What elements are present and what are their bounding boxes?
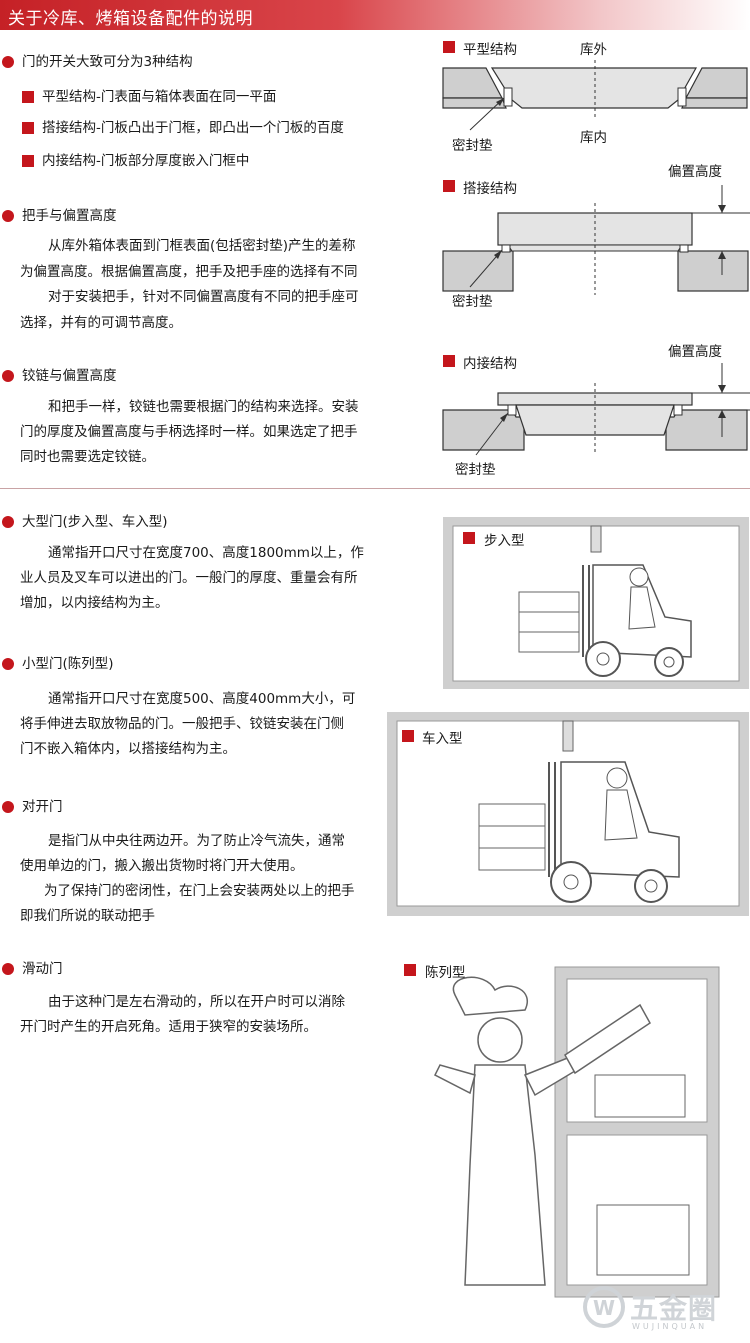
paragraph-line: 开门时产生的开启死角。适用于狭窄的安装场所。	[20, 1019, 317, 1035]
section-title-handle: 把手与偏置高度	[22, 208, 117, 224]
paragraph-line: 是指门从中央往两边开。为了防止冷气流失，通常	[48, 833, 345, 849]
paragraph-line: 业人员及叉车可以进出的门。一般门的厚度、重量会有所	[20, 570, 358, 586]
section-divider	[0, 488, 750, 489]
header-bar	[0, 0, 750, 30]
section-title-hinge: 铰链与偏置高度	[22, 368, 117, 384]
overlap-structure-diagram	[442, 185, 750, 295]
diagram-title-flat: 平型结构	[463, 42, 517, 58]
paragraph-line: 由于这种门是左右滑动的，所以在开户时可以消除	[48, 994, 345, 1010]
paragraph-line: 为偏置高度。根据偏置高度，把手及把手座的选择有不同	[20, 264, 358, 280]
seal-label: 密封垫	[452, 138, 493, 154]
flat-structure-diagram	[442, 60, 748, 131]
display-illustration	[433, 966, 720, 1298]
square-bullet-icon	[443, 355, 455, 367]
section-title-structures: 门的开关大致可分为3种结构	[22, 54, 193, 70]
seal-label: 密封垫	[452, 294, 493, 310]
page-title: 关于冷库、烤箱设备配件的说明	[8, 9, 253, 29]
square-bullet-icon	[404, 964, 416, 976]
offset-label: 偏置高度	[668, 164, 722, 180]
paragraph-line: 从库外箱体表面到门框表面(包括密封垫)产生的差称	[48, 238, 356, 254]
paragraph-line: 即我们所说的联动把手	[20, 908, 155, 924]
offset-label: 偏置高度	[668, 344, 722, 360]
square-bullet-icon	[443, 180, 455, 192]
paragraph-line: 门不嵌入箱体内，以搭接结构为主。	[20, 741, 236, 757]
drive-in-illustration	[387, 712, 749, 916]
inside-label: 库内	[580, 130, 607, 146]
inset-structure-diagram	[442, 363, 750, 456]
watermark-sub: WUJINQUAN	[632, 1322, 708, 1331]
paragraph-line: 通常指开口尺寸在宽度500、高度400mm大小，可	[48, 691, 356, 707]
bullet-icon	[2, 210, 14, 222]
section-title-double-door: 对开门	[22, 799, 63, 815]
outside-label: 库外	[580, 42, 607, 58]
paragraph-line: 将手伸进去取放物品的门。一般把手、铰链安装在门侧	[20, 716, 344, 732]
square-bullet-icon	[443, 41, 455, 53]
paragraph-line: 门的厚度及偏置高度与手柄选择时一样。如果选定了把手	[20, 424, 358, 440]
paragraph-line: 通常指开口尺寸在宽度700、高度1800mm以上，作	[48, 545, 364, 561]
square-bullet-icon	[402, 730, 414, 742]
square-bullet-icon	[22, 155, 34, 167]
walk-in-illustration	[443, 517, 749, 689]
bullet-icon	[2, 370, 14, 382]
walk-in-label: 步入型	[484, 533, 525, 549]
brand-logo-icon: W	[583, 1286, 625, 1328]
section-title-sliding-door: 滑动门	[22, 961, 63, 977]
paragraph-line: 为了保持门的密闭性，在门上会安装两处以上的把手	[44, 883, 355, 899]
structure-item: 内接结构-门板部分厚度嵌入门框中	[42, 153, 250, 169]
paragraph-line: 和把手一样，铰链也需要根据门的结构来选择。安装	[48, 399, 359, 415]
display-label: 陈列型	[425, 965, 466, 981]
square-bullet-icon	[463, 532, 475, 544]
section-title-small-door: 小型门(陈列型)	[22, 656, 114, 672]
paragraph-line: 对于安装把手，针对不同偏置高度有不同的把手座可	[48, 289, 359, 305]
bullet-icon	[2, 56, 14, 68]
bullet-icon	[2, 801, 14, 813]
paragraph-line: 选择，并有的可调节高度。	[20, 315, 182, 331]
paragraph-line: 使用单边的门，搬入搬出货物时将门开大使用。	[20, 858, 304, 874]
section-title-large-door: 大型门(步入型、车入型)	[22, 514, 168, 530]
paragraph-line: 同时也需要选定铰链。	[20, 449, 155, 465]
seal-label: 密封垫	[455, 462, 496, 478]
structure-item: 平型结构-门表面与箱体表面在同一平面	[42, 89, 277, 105]
diagram-title-overlap: 搭接结构	[463, 181, 517, 197]
svg-text:W: W	[593, 1296, 615, 1320]
drive-in-label: 车入型	[422, 731, 463, 747]
square-bullet-icon	[22, 122, 34, 134]
bullet-icon	[2, 963, 14, 975]
square-bullet-icon	[22, 91, 34, 103]
paragraph-line: 增加，以内接结构为主。	[20, 595, 169, 611]
bullet-icon	[2, 658, 14, 670]
structure-item: 搭接结构-门板凸出于门框，即凸出一个门板的百度	[42, 120, 344, 136]
watermark-brand: 五金圈	[630, 1292, 718, 1325]
bullet-icon	[2, 516, 14, 528]
diagram-title-inset: 内接结构	[463, 356, 517, 372]
